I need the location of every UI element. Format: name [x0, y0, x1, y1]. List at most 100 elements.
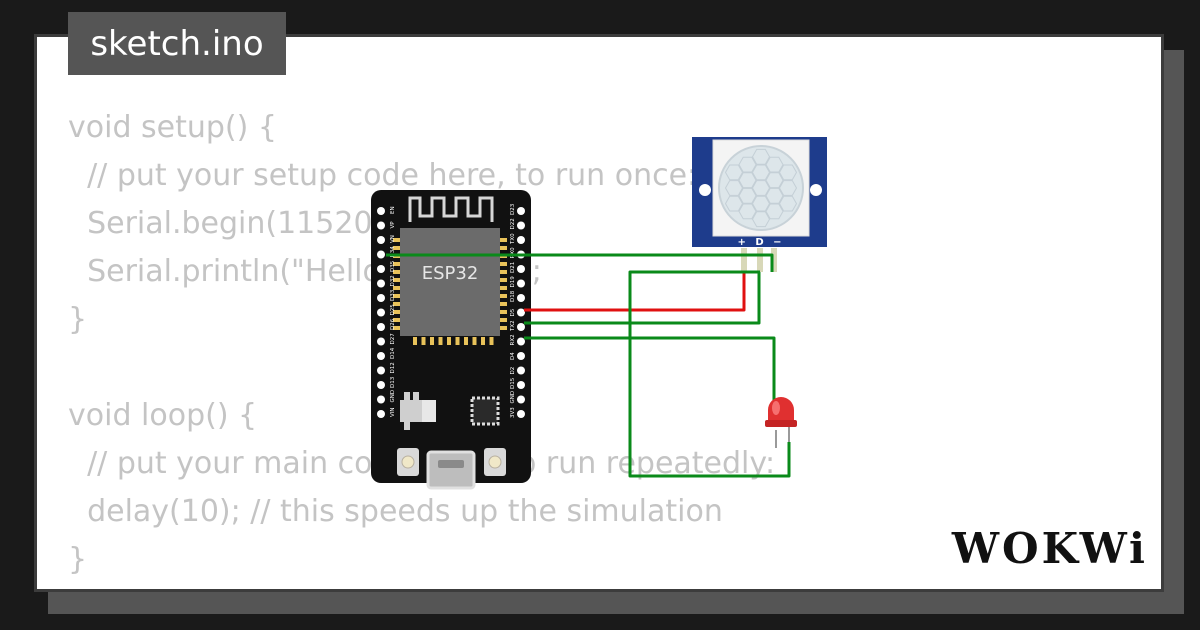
pir-mount-hole-left: [699, 184, 711, 196]
code-line: // put your setup code here, to run once…: [68, 158, 698, 193]
header-pin[interactable]: [377, 221, 385, 230]
dome-cell: [724, 180, 744, 196]
dome-cell: [778, 164, 798, 181]
header-pin[interactable]: [517, 279, 525, 288]
dome-cell: [765, 203, 784, 220]
usb-uart-chip: [470, 396, 500, 426]
header-pin[interactable]: [377, 236, 385, 244]
en-button[interactable]: [397, 448, 419, 476]
pir-sensor[interactable]: + D −: [692, 137, 827, 272]
dome-cell: [738, 187, 757, 204]
header-pin[interactable]: [377, 381, 385, 389]
module-pin: [500, 278, 507, 282]
pin-label: D21: [510, 262, 516, 273]
right-pin-labels: D23D22TX0RX0D21D19D18D5TX2RX2D4D2D15GND3…: [510, 203, 516, 418]
pin-label: D33: [390, 289, 396, 301]
header-pin[interactable]: [517, 207, 525, 215]
header-pin[interactable]: [377, 395, 385, 404]
code-line: }: [68, 302, 88, 337]
header-pin[interactable]: [517, 323, 525, 331]
header-pin[interactable]: [377, 352, 385, 360]
wire-power-pir[interactable]: [524, 272, 746, 312]
wires: [386, 253, 791, 478]
header-pin[interactable]: [377, 294, 385, 302]
header-pin[interactable]: [517, 366, 525, 375]
pir-dome-pattern: [724, 148, 798, 228]
regulator-pin: [413, 392, 419, 400]
left-pin-labels: ENVPVND34D35D32D33D25D26D27D14D12D13GNDV…: [390, 206, 396, 417]
wire-signal-pir[interactable]: [524, 272, 761, 325]
pin-label: D12: [390, 362, 396, 373]
wire-led-cathode[interactable]: [628, 270, 791, 478]
header-pin[interactable]: [377, 323, 385, 331]
pir-mount-hole-right: [810, 184, 822, 196]
red-led[interactable]: [765, 397, 797, 448]
pir-pin-vcc[interactable]: [741, 248, 747, 272]
pir-pin-labels: + D −: [737, 237, 784, 248]
esp32-module: [400, 228, 500, 336]
regulator-chip: [400, 400, 422, 422]
header-pin[interactable]: [377, 366, 385, 375]
header-pin[interactable]: [517, 221, 525, 230]
header-pin[interactable]: [377, 410, 385, 418]
module-pin: [500, 310, 507, 314]
dome-cell: [738, 156, 757, 173]
wokwi-logo: WOKWi: [951, 524, 1148, 573]
pin-label: D19: [510, 276, 516, 288]
module-pin: [393, 286, 400, 290]
header-pin[interactable]: [517, 381, 525, 389]
pin-label: D25: [390, 304, 396, 316]
module-pin: [430, 337, 434, 345]
header-pin[interactable]: [377, 308, 385, 317]
header-pin[interactable]: [517, 352, 525, 360]
header-pin[interactable]: [517, 265, 525, 273]
module-pin: [500, 246, 507, 250]
pir-dome: [718, 145, 804, 231]
module-pin: [464, 337, 468, 345]
dome-cell: [738, 203, 757, 220]
header-pin[interactable]: [517, 337, 525, 346]
pir-pin-out[interactable]: [757, 248, 763, 272]
module-pin: [393, 262, 400, 266]
module-pin: [500, 318, 507, 322]
module-pin: [421, 337, 426, 345]
header-pin[interactable]: [517, 410, 525, 418]
led-rim: [765, 420, 797, 427]
led-highlight: [772, 401, 780, 415]
module-pins: [393, 238, 507, 345]
module-pin: [481, 337, 485, 345]
module-pin: [393, 302, 400, 306]
wire-gnd-pir[interactable]: [386, 253, 774, 272]
file-tab[interactable]: sketch.ino: [68, 12, 286, 75]
header-pin[interactable]: [377, 250, 385, 259]
boot-button[interactable]: [484, 448, 506, 476]
header-pin[interactable]: [517, 294, 525, 302]
dome-cell: [751, 211, 771, 228]
module-pin: [500, 302, 507, 306]
board-label: ESP32: [422, 263, 479, 284]
module-pin: [500, 294, 507, 298]
dome-cell: [778, 180, 798, 196]
header-pin[interactable]: [377, 279, 385, 288]
pin-label: D4: [510, 352, 516, 360]
usb-port: [426, 450, 476, 490]
pin-label: D27: [390, 333, 396, 345]
pin-label: D22: [510, 218, 516, 229]
pir-pin-gnd[interactable]: [771, 248, 777, 272]
dome-cell: [751, 180, 771, 196]
header-pin[interactable]: [517, 395, 525, 404]
header-pin[interactable]: [377, 337, 385, 346]
pin-label: GND: [510, 391, 516, 404]
regulator-pin: [404, 392, 410, 400]
code-line: Serial.begin(115200);: [68, 206, 414, 241]
header-pin[interactable]: [517, 236, 525, 244]
module-pin: [500, 270, 507, 274]
pin-label: D2: [510, 367, 516, 375]
wire-led-anode[interactable]: [524, 336, 776, 405]
esp32-board[interactable]: ESP32 ENVPVND34D35D32D33D25D26D27D14D12D…: [371, 190, 531, 490]
header-pin[interactable]: [517, 308, 525, 317]
dome-cell: [751, 195, 771, 212]
code-line: }: [68, 542, 88, 577]
header-pin[interactable]: [377, 265, 385, 273]
header-pin[interactable]: [377, 207, 385, 215]
